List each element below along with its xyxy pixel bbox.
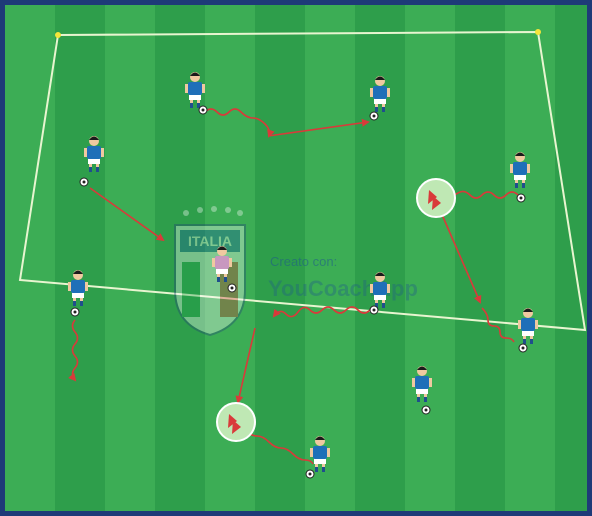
ball-icon xyxy=(370,112,378,120)
ball-icon xyxy=(517,194,525,202)
ball-icon xyxy=(199,106,207,114)
ball-icon xyxy=(228,284,236,292)
ball-icon xyxy=(370,306,378,314)
watermark-created-with: Creato con: xyxy=(270,254,337,269)
crest-text: ITALIA xyxy=(188,233,232,249)
ball-icon xyxy=(519,344,527,352)
ball-icon xyxy=(306,470,314,478)
ball-icon xyxy=(71,308,79,316)
triangle-cone-marker-icon xyxy=(217,403,255,441)
ball-icon xyxy=(80,178,88,186)
watermark-brand: YouCoachApp xyxy=(268,276,418,301)
ball-icon xyxy=(422,406,430,414)
triangle-cone-marker-icon xyxy=(417,179,455,217)
cone-icon xyxy=(535,29,541,35)
cone-icon xyxy=(55,32,61,38)
federation-crest-watermark: ITALIA xyxy=(175,206,245,335)
pitch-svg: ITALIA Creato con: YouCoachApp xyxy=(5,5,587,511)
